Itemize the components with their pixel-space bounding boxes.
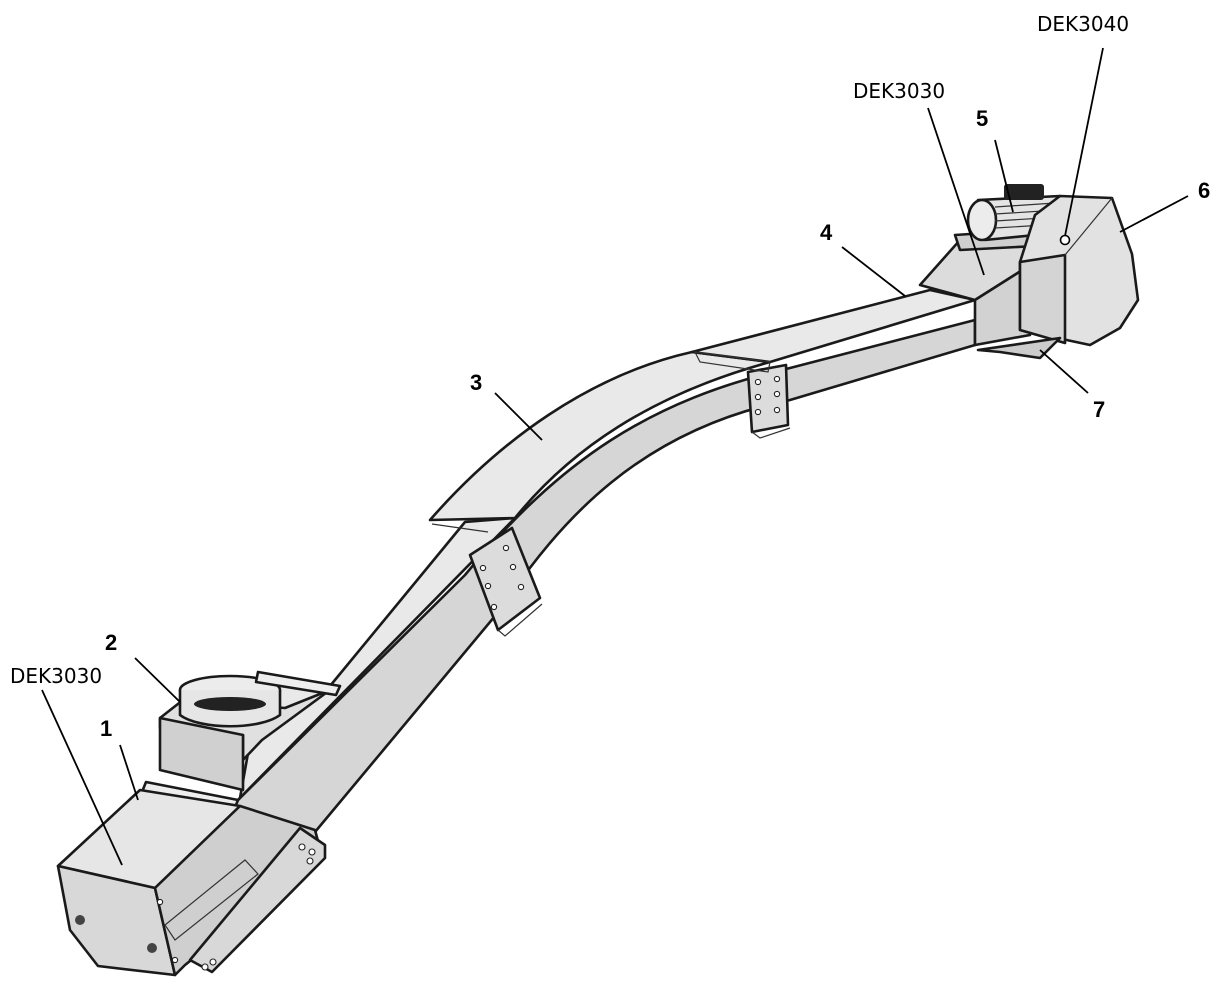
callout-labels: 1 2 3 4 5 6 7 DEK3030 DEK3030 DEK3040 <box>10 12 1210 741</box>
joint-plate-upper <box>746 363 790 434</box>
ref-label-neck: DEK3030 <box>853 79 945 103</box>
callout-7: 7 <box>1093 397 1105 422</box>
ref-label-head: DEK3040 <box>1037 12 1129 36</box>
callout-4: 4 <box>820 220 833 245</box>
drive-motor <box>966 184 1067 242</box>
callout-1: 1 <box>100 716 112 741</box>
ref-label-tail: DEK3030 <box>10 664 102 688</box>
callout-3: 3 <box>470 370 482 395</box>
outlet-spout <box>976 336 1062 360</box>
callout-5: 5 <box>976 106 988 131</box>
conveyor-body <box>56 184 1140 977</box>
joint-plate-lower <box>468 526 542 632</box>
callout-6: 6 <box>1198 178 1210 203</box>
leader-lines <box>41 47 1189 866</box>
callout-2: 2 <box>105 630 117 655</box>
